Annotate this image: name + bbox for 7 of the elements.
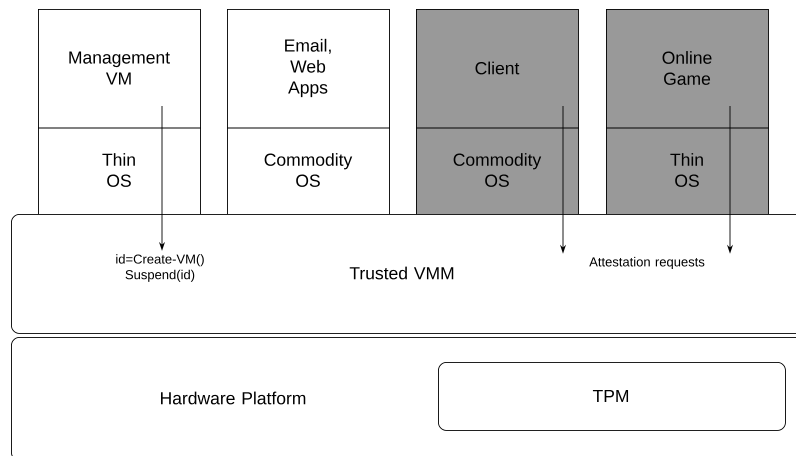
request-label: Attestation requests <box>589 256 704 270</box>
vm-column-box: Management VM Thin OS <box>38 9 202 215</box>
command-label: id=Create-VM() Suspend(id) <box>116 254 204 282</box>
vm-column-box: Online Game Thin OS <box>606 9 770 215</box>
vm-column-box: Email, Web Apps Commodity OS <box>226 9 390 215</box>
vm-column-box: Client Commodity OS <box>416 9 580 215</box>
tpm-box: TPM <box>438 362 786 431</box>
